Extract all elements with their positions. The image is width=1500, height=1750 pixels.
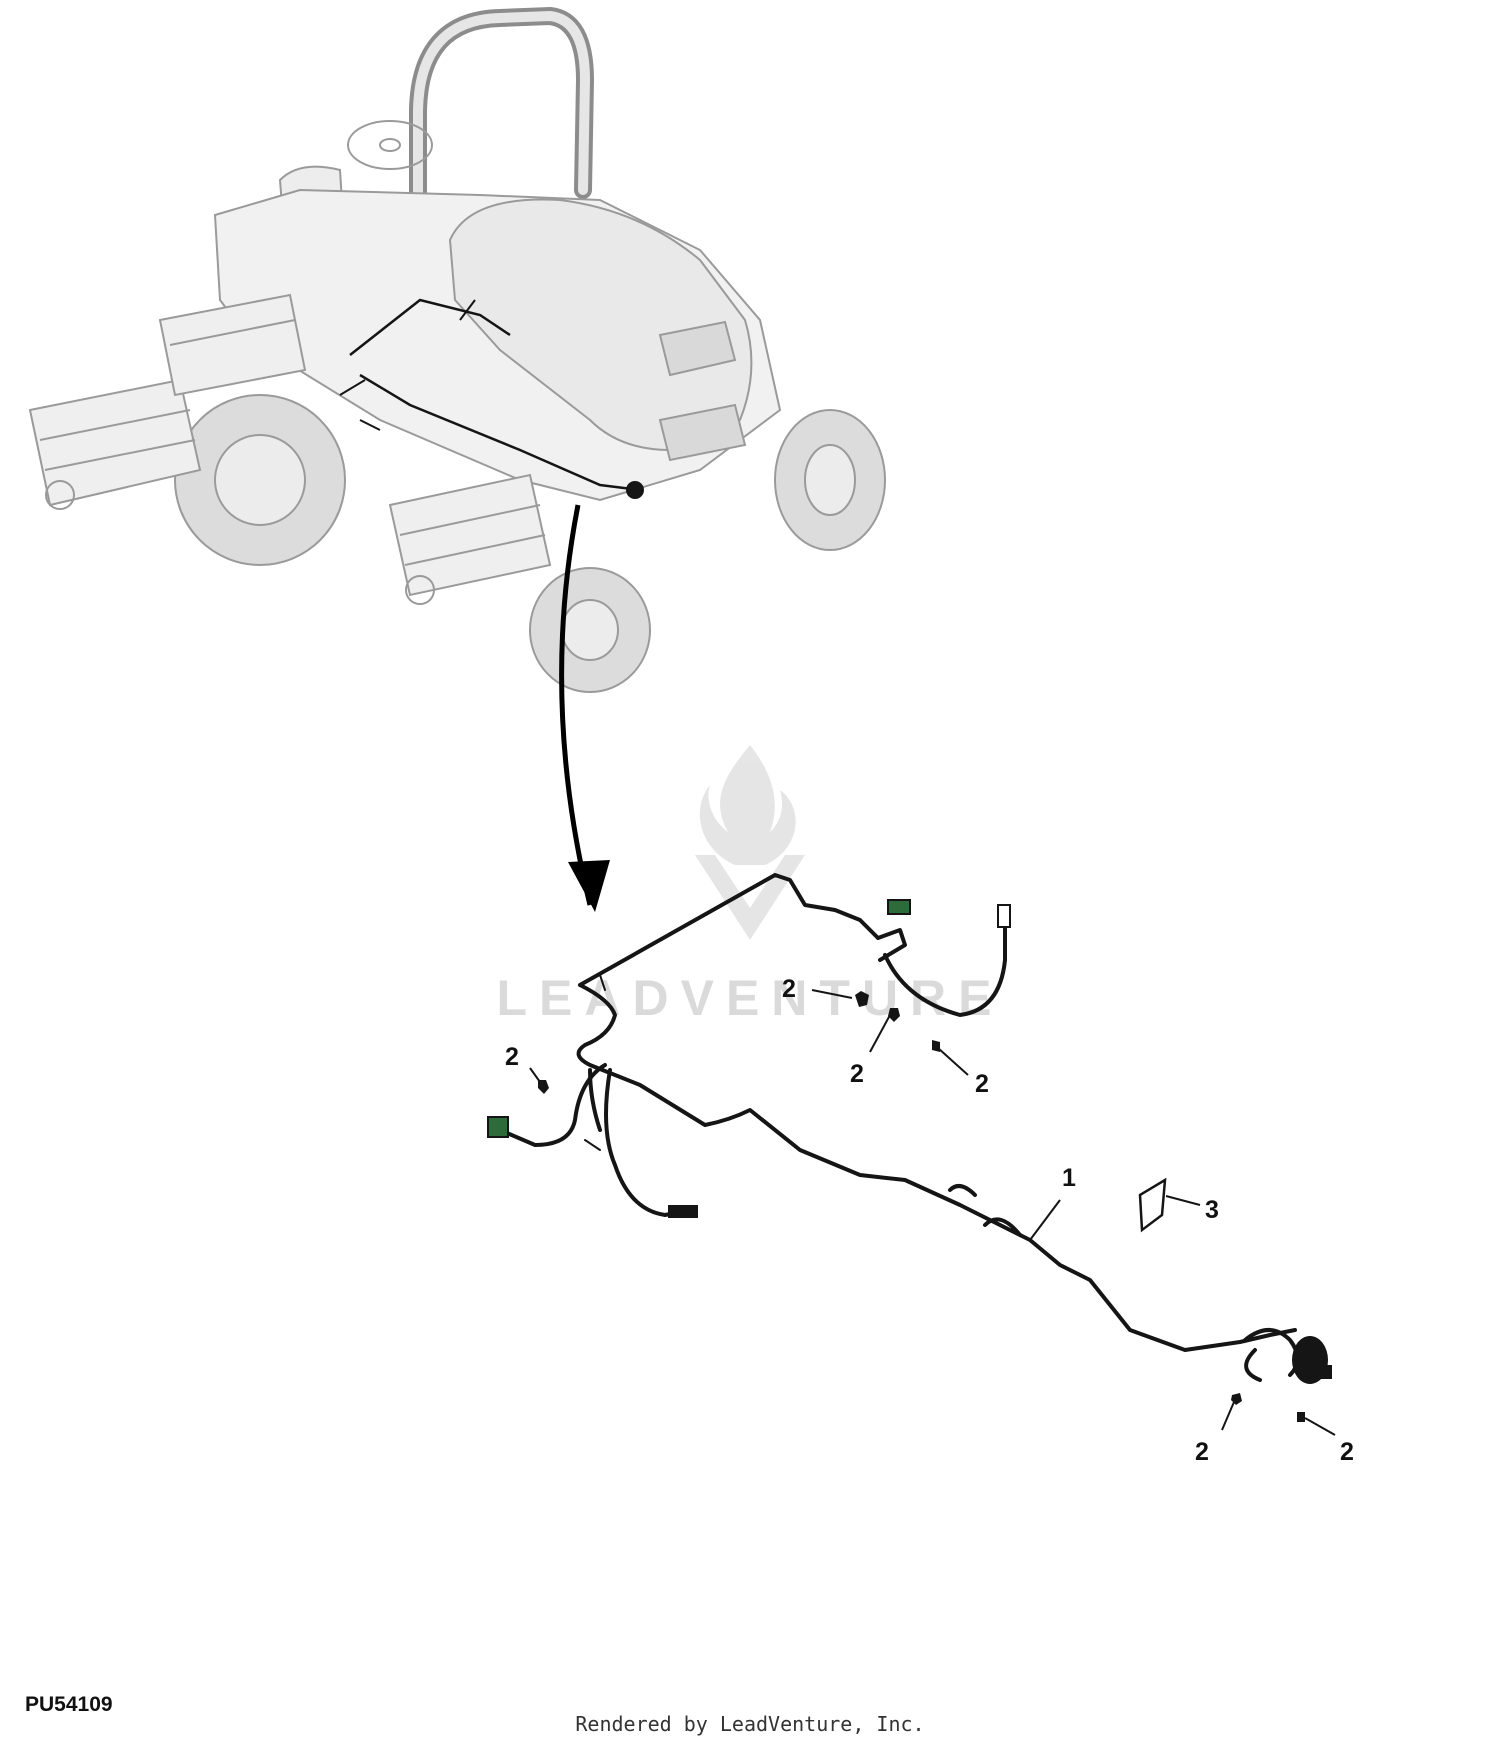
callout-2b: 2: [850, 1060, 864, 1088]
connector-top-green: [887, 899, 911, 915]
callout-2d: 2: [505, 1043, 519, 1071]
grille: [658, 320, 737, 377]
watermark: LEADVENTURE: [496, 745, 1003, 1026]
clip-c: [932, 1040, 940, 1052]
clip-b: [888, 1008, 900, 1022]
steering-wheel: [347, 120, 433, 170]
clip-d: [538, 1080, 549, 1094]
connectors: [487, 899, 1332, 1384]
connector-end-small: [1318, 1365, 1332, 1379]
reel-unit-front: [388, 473, 552, 605]
callout-2f: 2: [1340, 1438, 1354, 1466]
flame-logo-icon: [699, 745, 796, 865]
connector-bottom: [668, 1205, 698, 1218]
front-grille: [658, 403, 747, 462]
clips: [538, 991, 1305, 1422]
clip-a: [855, 991, 869, 1007]
leader-lines: [529, 989, 1336, 1436]
watermark-text: LEADVENTURE: [496, 970, 1003, 1026]
reel-unit-center: [158, 293, 307, 397]
mower-illustration: [28, 6, 886, 693]
arrowhead-icon: [568, 860, 610, 912]
pointer-arrow: [559, 504, 593, 906]
harness-on-machine: [349, 298, 641, 492]
figure-id: PU54109: [25, 1693, 113, 1716]
callout-1: 1: [1062, 1164, 1076, 1192]
render-credit: Rendered by LeadVenture, Inc.: [575, 1712, 925, 1736]
reel-unit-left: [28, 378, 202, 510]
wiring-harness: [498, 873, 1300, 1382]
callout-2a: 2: [782, 975, 796, 1003]
connector-left-green: [487, 1116, 509, 1138]
label-tag: [1138, 1177, 1167, 1233]
connector-right-top: [997, 904, 1011, 928]
harness-trunk: [576, 873, 1297, 1352]
callout-3: 3: [1205, 1196, 1219, 1224]
callout-2c: 2: [975, 1070, 989, 1098]
clip-f: [1297, 1412, 1305, 1422]
engine-hood: [448, 198, 753, 452]
logo-chevron-icon: [695, 855, 805, 940]
callout-2e: 2: [1195, 1438, 1209, 1466]
